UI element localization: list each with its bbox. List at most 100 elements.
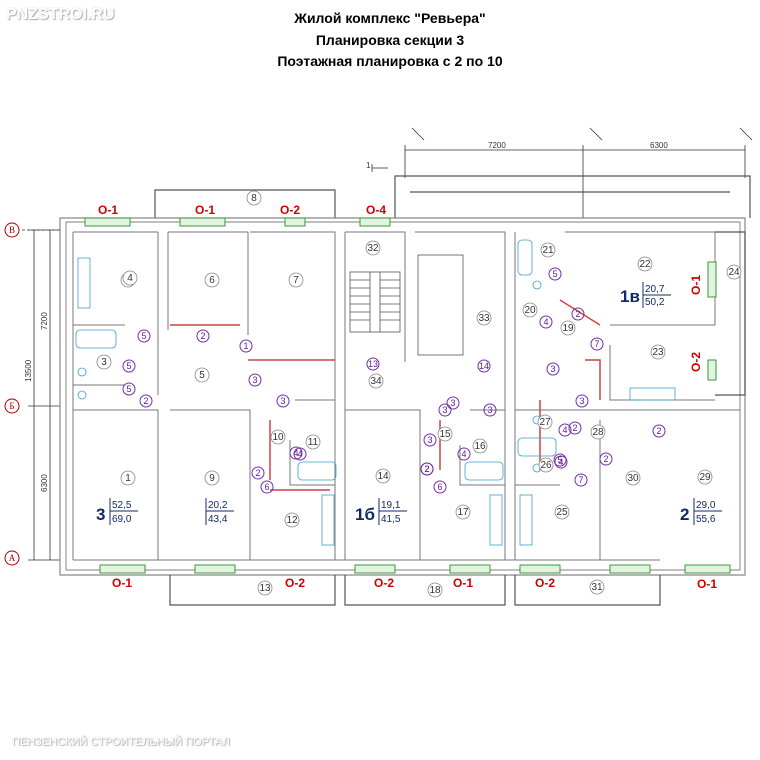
passage-number: 1 [243, 341, 248, 351]
apartment-living-area: 20,7 [645, 284, 665, 295]
passage-number: 3 [280, 396, 285, 406]
room-number: 12 [286, 515, 298, 526]
room-number-circle [204, 470, 220, 486]
room-number: 9 [209, 473, 215, 484]
passage-number: 2 [572, 423, 577, 433]
apartment-total-area: 43,4 [208, 514, 228, 525]
room-number-circle [437, 426, 453, 442]
room-number-circle [625, 470, 641, 486]
passage-number: 2 [200, 331, 205, 341]
passage-number: 3 [442, 405, 447, 415]
passage-number: 7 [594, 339, 599, 349]
room-number-circle [537, 414, 553, 430]
room-number-circle [472, 438, 488, 454]
title-line-2: Планировка секции 3 [315, 32, 465, 48]
title-line-3: Поэтажная планировка с 2 по 10 [277, 53, 503, 69]
room-number-circle [589, 579, 605, 595]
passage-number: 2 [424, 464, 429, 474]
passage-marker [652, 424, 666, 438]
watermark-bottom: ПЕНЗЕНСКИЙ СТРОИТЕЛЬНЫЙ ПОРТАЛ [12, 736, 230, 748]
window-label: О-2 [689, 352, 703, 372]
passage-number: 2 [255, 468, 260, 478]
passage-number: 5 [126, 361, 131, 371]
passage-marker [599, 452, 613, 466]
room-number-circle [726, 264, 742, 280]
watermark-top: PNZSTROI.RU [6, 6, 115, 23]
room-number-circle [637, 256, 653, 272]
apartment-living-area: 29,0 [696, 500, 716, 511]
room-number-circle [284, 512, 300, 528]
passage-number: 3 [427, 435, 432, 445]
room-number: 5 [199, 370, 205, 381]
passage-marker [554, 455, 568, 469]
room-number-circle [368, 373, 384, 389]
passage-number: 4 [562, 425, 567, 435]
dim-left-top: 7200 [40, 312, 49, 330]
room-number: 4 [127, 273, 133, 284]
room-number: 20 [524, 305, 536, 316]
windows [84, 217, 731, 574]
room-number: 10 [272, 432, 284, 443]
room-number-circle [96, 354, 112, 370]
room-number: 29 [699, 472, 711, 483]
passage-number: 6 [264, 482, 269, 492]
passage-number: 5 [552, 269, 557, 279]
passage-number: 3 [550, 364, 555, 374]
passage-number: 4 [293, 448, 298, 458]
dimension-lines [22, 127, 753, 561]
room-number: 34 [370, 376, 382, 387]
passage-number: 3 [450, 398, 455, 408]
passage-marker [539, 315, 553, 329]
room-number: 7 [293, 275, 299, 286]
room-number: 28 [592, 427, 604, 438]
axis-a: А [9, 553, 16, 563]
room-numbers: 1234567891011121314151617181920212223242… [96, 190, 742, 598]
passage-number: 4 [543, 317, 548, 327]
apartment-total-area: 41,5 [381, 514, 401, 525]
room-number: 6 [209, 275, 215, 286]
passage-number: 3 [252, 375, 257, 385]
passage-marker [438, 403, 452, 417]
room-number: 15 [439, 429, 451, 440]
passage-marker [248, 373, 262, 387]
room-number: 18 [429, 585, 441, 596]
passage-number: 5 [126, 384, 131, 394]
room-number: 24 [728, 267, 740, 278]
room-number: 1 [125, 473, 131, 484]
apartment-total-area: 55,6 [696, 514, 716, 525]
room-number-circle [204, 272, 220, 288]
room-number-circle [560, 320, 576, 336]
room-number: 22 [639, 259, 651, 270]
room-number-circle [538, 457, 554, 473]
passage-marker [260, 480, 274, 494]
room-number-circle [122, 270, 138, 286]
passage-number: 3 [487, 405, 492, 415]
fixtures [75, 239, 676, 546]
passage-marker [568, 421, 582, 435]
room-number: 26 [540, 460, 552, 471]
room-number: 13 [259, 583, 271, 594]
passage-number: 3 [579, 396, 584, 406]
room-number-circle [120, 470, 136, 486]
axis-markers [4, 222, 20, 566]
passage-marker [575, 394, 589, 408]
passage-number: 4 [558, 457, 563, 467]
dim-left-bottom: 6300 [40, 474, 49, 492]
passage-number: 4 [297, 449, 302, 459]
dim-top-left: 7200 [488, 141, 506, 150]
room-number: 30 [627, 473, 639, 484]
window-label: О-2 [535, 576, 555, 590]
passage-marker [558, 423, 572, 437]
passage-number: 14 [479, 361, 489, 371]
passage-marker [553, 453, 567, 467]
room-number-circle [540, 242, 556, 258]
interior-walls [72, 231, 740, 561]
section-mark [371, 164, 388, 172]
axis-b: Б [9, 401, 14, 411]
passage-marker [483, 403, 497, 417]
room-number-circle [697, 469, 713, 485]
room-number: 11 [308, 437, 319, 448]
passage-marker [574, 473, 588, 487]
